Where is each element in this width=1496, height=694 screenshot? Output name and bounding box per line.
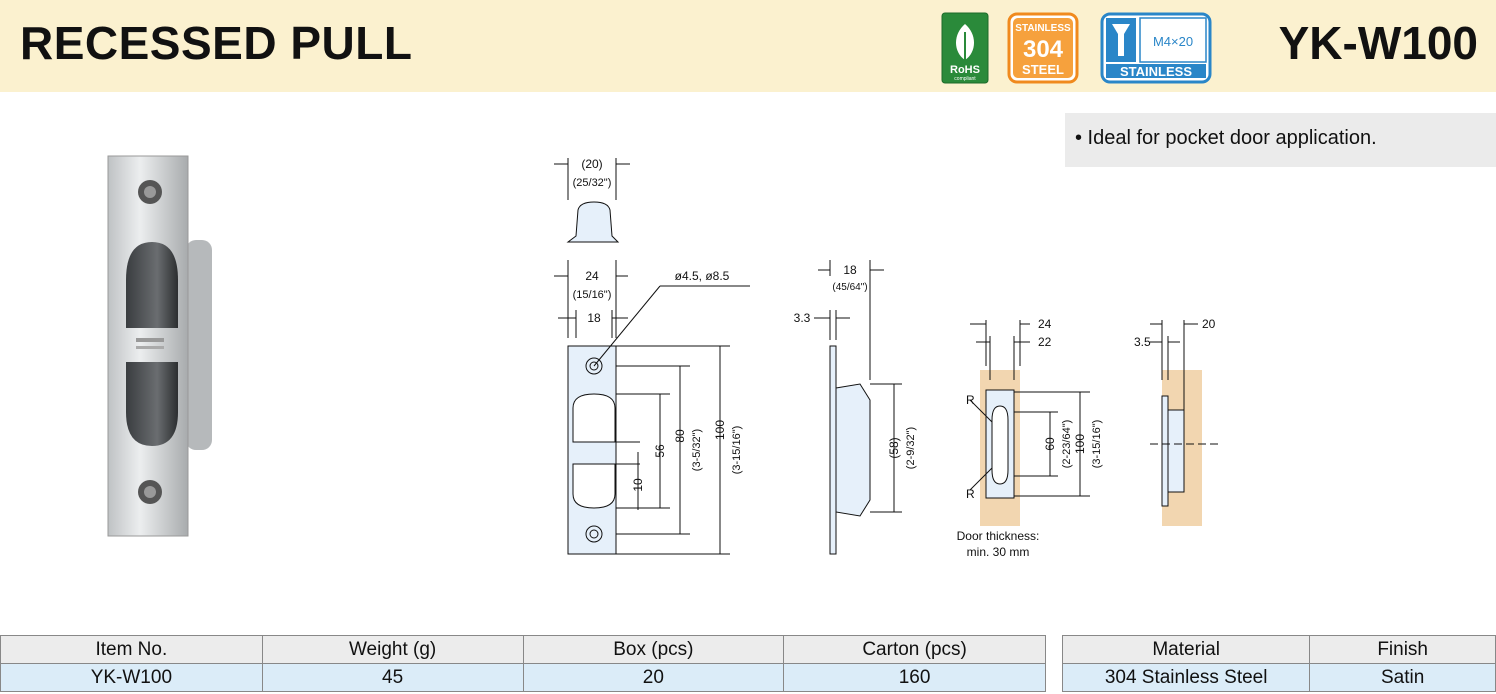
spec-table: Item No. Weight (g) Box (pcs) Carton (pc…	[0, 635, 1046, 692]
cell-finish: Satin	[1309, 663, 1496, 692]
dim-cut-22: 22	[1038, 335, 1052, 349]
page-title: RECESSED PULL	[20, 17, 413, 69]
material-table: Material Finish 304 Stainless Steel Sati…	[1061, 635, 1496, 692]
dim-front-100-in: (3-15/16")	[731, 426, 743, 475]
feature-box: • Ideal for pocket door application.	[1065, 113, 1496, 167]
dim-cut-100-in: (3-15/16")	[1091, 420, 1103, 469]
dim-cut-60: 60	[1043, 437, 1057, 451]
dim-side-58-in: (2-9/32")	[905, 427, 917, 469]
col-finish: Finish	[1309, 635, 1496, 664]
grade-304-label: 304	[1023, 36, 1064, 63]
screw-stainless-badge-icon: M4×20 STAINLESS	[1100, 12, 1212, 84]
stainless-304-badge-icon: STAINLESS 304 STEEL	[1007, 12, 1079, 84]
dim-side-33: 3.3	[794, 311, 811, 325]
cell-material: 304 Stainless Steel	[1061, 663, 1311, 692]
dim-cut-60-in: (2-23/64")	[1061, 420, 1073, 469]
dim-front-24-in: (15/16")	[573, 289, 612, 301]
table-row: YK-W100 45 20 160	[0, 663, 1046, 692]
col-carton: Carton (pcs)	[783, 635, 1046, 664]
rohs-badge-icon: RoHS compliant	[941, 12, 989, 84]
cell-carton: 160	[783, 663, 1046, 692]
screw-material-label: STAINLESS	[1120, 64, 1192, 79]
dim-holes: ø4.5, ø8.5	[675, 269, 730, 283]
cell-weight: 45	[261, 663, 524, 692]
door-thickness-value: min. 30 mm	[967, 545, 1030, 559]
dim-install-35: 3.5	[1134, 335, 1151, 349]
dim-cut-r1: R	[966, 393, 975, 407]
model-number: YK-W100	[1278, 17, 1478, 69]
feature-item: • Ideal for pocket door application.	[1075, 127, 1377, 149]
dim-side-18-in: (45/64")	[832, 282, 867, 293]
door-thickness-note: Door thickness:	[957, 529, 1040, 543]
product-photo	[107, 155, 212, 537]
table-row: 304 Stainless Steel Satin	[1061, 663, 1496, 692]
dim-front-56: 56	[653, 444, 667, 458]
dim-side-18: 18	[843, 263, 857, 277]
dim-front-80: 80	[673, 429, 687, 443]
dim-side-58: (58)	[887, 437, 901, 458]
dim-front-80-in: (3-5/32")	[691, 429, 703, 471]
rohs-sublabel: compliant	[954, 76, 976, 82]
rohs-label: RoHS	[950, 64, 980, 76]
col-item-no: Item No.	[0, 635, 263, 664]
dim-front-18: 18	[587, 311, 601, 325]
col-box: Box (pcs)	[522, 635, 785, 664]
steel-label: STEEL	[1022, 62, 1064, 77]
dim-top-width-in: (25/32")	[573, 177, 612, 189]
dim-front-24: 24	[585, 269, 599, 283]
dim-cut-24: 24	[1038, 317, 1052, 331]
dim-cut-100: 100	[1073, 434, 1087, 454]
screw-size-label: M4×20	[1153, 34, 1193, 49]
stainless-top-label: STAINLESS	[1015, 23, 1071, 34]
dim-cut-r2: R	[966, 487, 975, 501]
cell-box: 20	[522, 663, 785, 692]
col-weight: Weight (g)	[261, 635, 524, 664]
cell-item-no: YK-W100	[0, 663, 263, 692]
dim-install-20: 20	[1202, 317, 1216, 331]
technical-drawing: (20) (25/32") 24 (15/16") 18 ø4.5, ø8.5 …	[554, 157, 1220, 559]
dim-top-width: (20)	[581, 157, 602, 171]
dim-front-100: 100	[713, 420, 727, 440]
col-material: Material	[1061, 635, 1311, 664]
dim-front-10: 10	[631, 478, 645, 492]
header-bar: RECESSED PULL RoHS compliant STAINLESS 3…	[0, 0, 1496, 92]
